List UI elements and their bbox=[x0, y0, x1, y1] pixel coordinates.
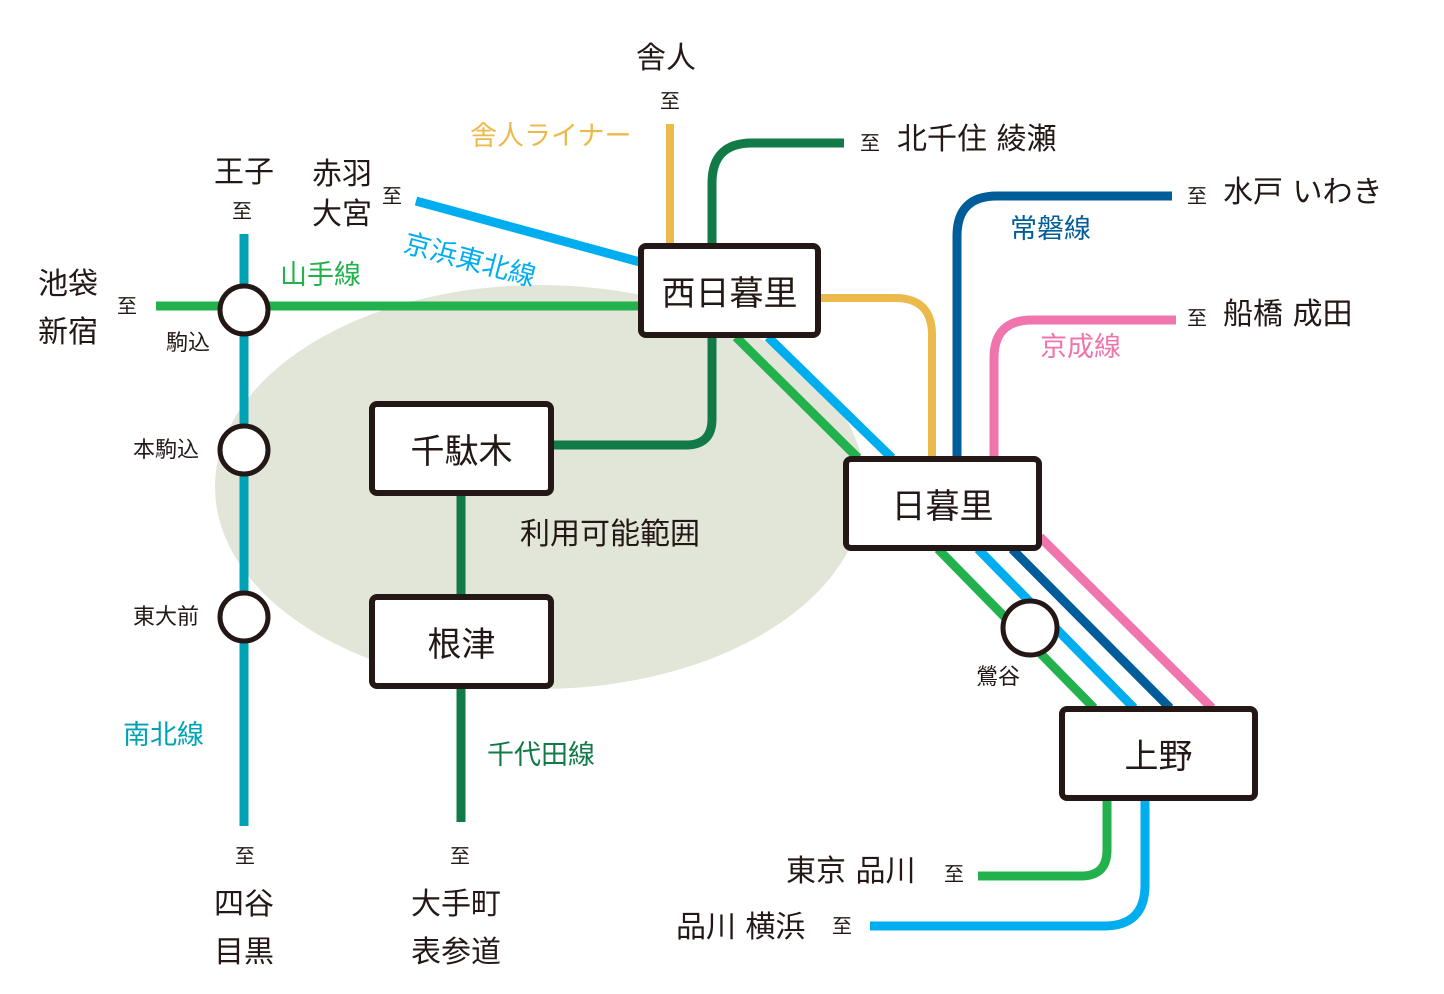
dest-funabashi-narita: 船橋 成田 bbox=[1223, 297, 1353, 332]
station-nippori[interactable]: 日暮里 bbox=[843, 456, 1042, 551]
station-hon-komagome-marker[interactable] bbox=[217, 423, 271, 477]
dest-shinjuku: 新宿 bbox=[38, 315, 98, 350]
to-marker-yotsuya: 至 bbox=[235, 844, 255, 868]
to-marker-tokyo: 至 bbox=[944, 862, 964, 886]
to-marker-oji: 至 bbox=[232, 199, 252, 223]
line-label-keisei: 京成線 bbox=[1040, 332, 1121, 363]
toneri-liner-line[interactable] bbox=[666, 124, 936, 458]
station-todaimae-marker[interactable] bbox=[217, 590, 271, 644]
station-uguisudani-marker[interactable] bbox=[1000, 598, 1060, 658]
line-label-yamanote: 山手線 bbox=[280, 260, 361, 291]
dest-yotsuya: 四谷 bbox=[214, 887, 274, 922]
keisei-line[interactable] bbox=[989, 315, 1216, 712]
to-marker-akabane: 至 bbox=[382, 184, 402, 208]
line-label-chiyoda: 千代田線 bbox=[487, 740, 595, 771]
dest-tokyo-shinagawa: 東京 品川 bbox=[786, 854, 916, 889]
line-label-toneri-liner: 舎人ライナー bbox=[470, 121, 632, 152]
station-sendagi[interactable]: 千駄木 bbox=[369, 401, 554, 496]
dest-shinagawa-yokohama: 品川 横浜 bbox=[676, 910, 806, 945]
station-nishi-nippori[interactable]: 西日暮里 bbox=[638, 243, 821, 338]
station-name: 上野 bbox=[1124, 737, 1193, 777]
dest-omotesando: 表参道 bbox=[411, 935, 501, 970]
yamanote-line[interactable] bbox=[156, 301, 1112, 881]
line-label-namboku: 南北線 bbox=[123, 720, 204, 751]
keihin-tohoku-line[interactable] bbox=[414, 196, 1150, 931]
to-marker-funabashi: 至 bbox=[1187, 306, 1207, 330]
to-marker-otemachi: 至 bbox=[450, 844, 470, 868]
dest-oji: 王子 bbox=[214, 155, 274, 190]
station-komagome-marker[interactable] bbox=[217, 283, 271, 337]
station-name: 根津 bbox=[427, 625, 496, 665]
station-label-komagome: 駒込 bbox=[166, 331, 211, 356]
dest-meguro: 目黒 bbox=[214, 935, 274, 970]
station-name: 日暮里 bbox=[891, 487, 994, 527]
dest-akabane: 赤羽 bbox=[312, 157, 372, 192]
station-label-uguisudani: 鶯谷 bbox=[976, 665, 1021, 690]
usable-area-label: 利用可能範囲 bbox=[520, 517, 700, 552]
dest-kitasenju-ayase: 北千住 綾瀬 bbox=[897, 122, 1057, 157]
joban-line[interactable] bbox=[952, 191, 1174, 712]
station-ueno[interactable]: 上野 bbox=[1059, 706, 1258, 801]
dest-ikebukuro: 池袋 bbox=[38, 267, 98, 302]
dest-mito-iwaki: 水戸 いわき bbox=[1223, 175, 1383, 210]
station-label-hon-komagome: 本駒込 bbox=[133, 438, 200, 463]
to-marker-mito: 至 bbox=[1187, 184, 1207, 208]
line-label-joban: 常磐線 bbox=[1010, 214, 1091, 245]
to-marker-ikebukuro: 至 bbox=[117, 294, 137, 318]
station-nezu[interactable]: 根津 bbox=[369, 594, 554, 689]
station-name: 西日暮里 bbox=[661, 274, 798, 314]
to-marker-toneri: 至 bbox=[660, 89, 680, 113]
to-marker-shinagawa: 至 bbox=[832, 914, 852, 938]
station-name: 千駄木 bbox=[410, 432, 513, 472]
dest-otemachi: 大手町 bbox=[411, 887, 501, 922]
dest-toneri: 舎人 bbox=[636, 41, 696, 76]
station-label-todaimae: 東大前 bbox=[133, 605, 200, 630]
to-marker-kitasenju: 至 bbox=[860, 131, 880, 155]
dest-omiya: 大宮 bbox=[312, 197, 372, 232]
